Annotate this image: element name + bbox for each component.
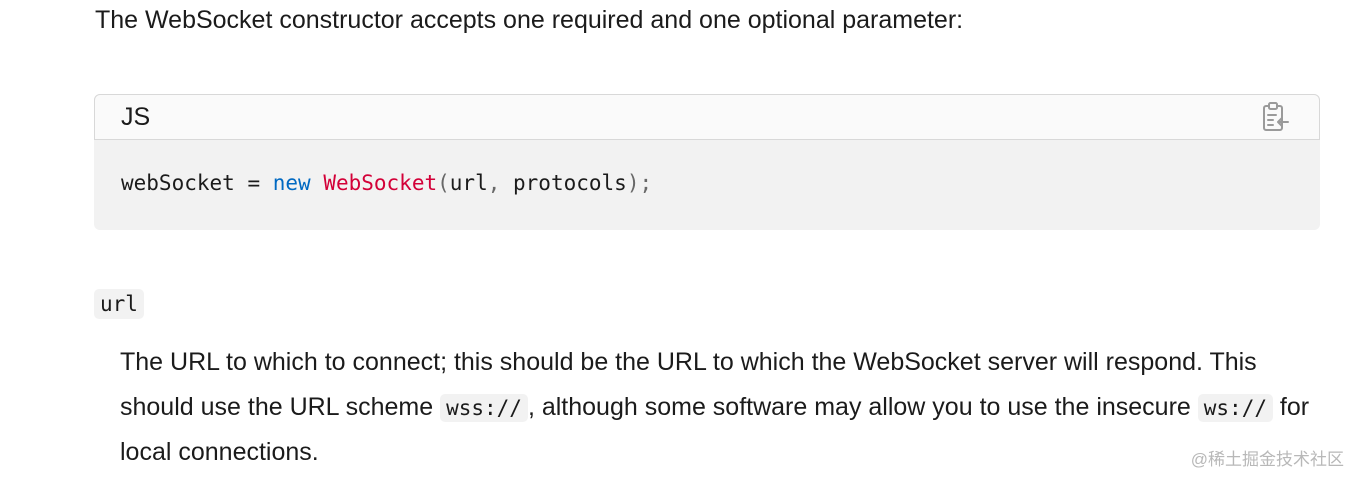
- code-token-arg-protocols: protocols: [500, 171, 627, 195]
- code-token-arg-url: url: [449, 171, 488, 195]
- code-header: JS: [94, 94, 1320, 140]
- desc-text-2: , although some software may allow you t…: [527, 392, 1198, 421]
- param-term-url: url: [94, 289, 144, 319]
- watermark: @稀土掘金技术社区: [1190, 450, 1344, 469]
- desc-text-3: for local connections.: [120, 392, 1310, 467]
- code-line: webSocket = new WebSocket(url, protocols…: [121, 168, 652, 198]
- code-token-keyword: new: [272, 171, 311, 195]
- code-token-function: WebSocket: [323, 171, 438, 195]
- code-token-close: );: [626, 171, 653, 195]
- param-description: The URL to which to connect; this should…: [120, 340, 1320, 475]
- inline-code-wss: wss://: [440, 393, 528, 422]
- code-token-assign: =: [234, 171, 273, 195]
- code-token-comma: ,: [487, 171, 501, 195]
- code-language-label: JS: [121, 103, 151, 131]
- code-example: JS webSocket = new WebSocket(url, protoc…: [94, 94, 1320, 230]
- inline-code-ws: ws://: [1197, 393, 1273, 422]
- code-token-variable: webSocket: [121, 171, 235, 195]
- intro-paragraph: The WebSocket constructor accepts one re…: [95, 6, 964, 34]
- desc-text-1: The URL to which to connect; this should…: [120, 348, 1257, 421]
- code-token-space: [311, 171, 324, 195]
- clipboard-icon[interactable]: [1259, 101, 1291, 133]
- code-token-open-paren: (: [437, 171, 450, 195]
